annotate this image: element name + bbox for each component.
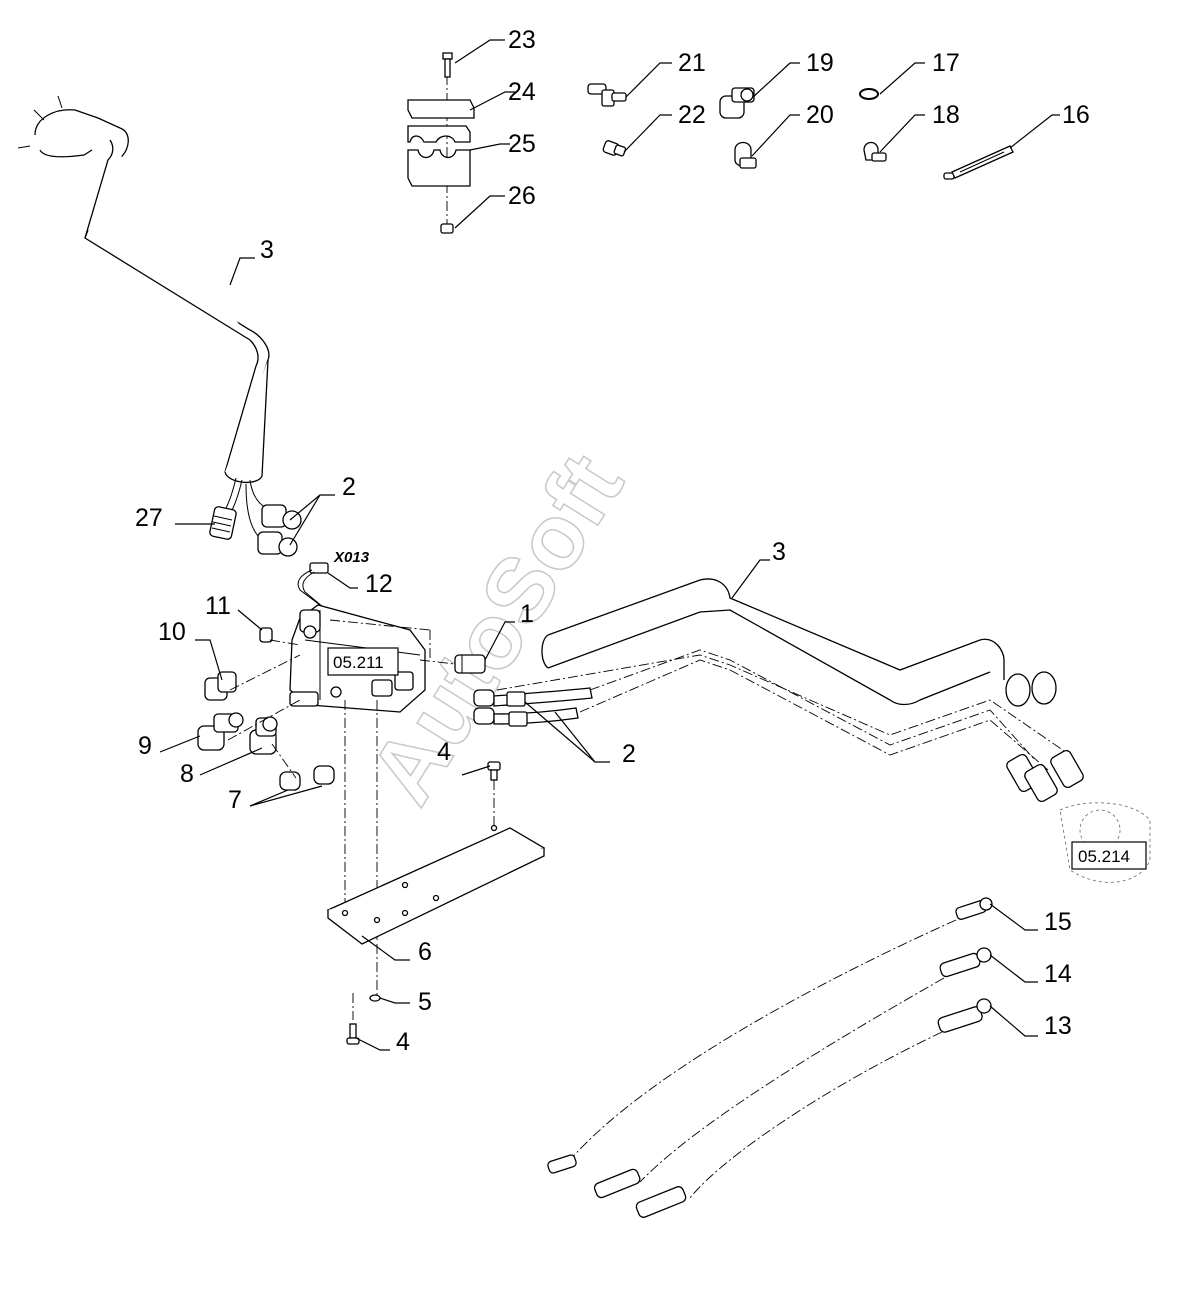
plug-11: [259, 627, 273, 643]
callout-22: 22: [678, 101, 706, 129]
connector-label: X013: [333, 549, 370, 566]
callout-24: 24: [508, 78, 536, 106]
ghost-hose-routing: [496, 649, 1071, 771]
callout-4-upper: 4: [437, 738, 451, 766]
hose-coupler-2-upper: [245, 479, 302, 557]
callout-18: 18: [932, 101, 960, 129]
plugs-7: [279, 765, 335, 791]
valve-reference: 05.211: [333, 653, 384, 672]
callout-12: 12: [365, 570, 393, 598]
coupler-reference-box: [1071, 841, 1147, 870]
callout-27: 27: [135, 504, 163, 532]
elbow-fitting-10: [204, 671, 237, 701]
hose-end-27: [209, 477, 243, 540]
callout-21: 21: [678, 49, 706, 77]
hose-assembly-14: [593, 947, 992, 1199]
angle-fitting-part: [719, 87, 755, 119]
mounting-plate: [326, 824, 546, 945]
callout-14: 14: [1044, 960, 1072, 988]
leader-lines: [159, 39, 1060, 1051]
callout-17: 17: [932, 49, 960, 77]
callout-13: 13: [1044, 1012, 1072, 1040]
clamp-assembly: [407, 52, 475, 234]
callout-26: 26: [508, 182, 536, 210]
coupler-reference: 05.214: [1078, 847, 1130, 866]
valve-reference-box: [327, 647, 399, 676]
adapter-fitting-part: [602, 140, 627, 157]
callout-11: 11: [205, 592, 231, 620]
elbow-fitting-9: [197, 712, 244, 751]
washer-5: [369, 994, 381, 1002]
clamp-block-upper-part: [407, 125, 471, 143]
pipe-clip-part: [734, 141, 757, 169]
clamp-plate-part: [407, 99, 475, 119]
tee-fitting-part: [587, 83, 627, 107]
callout-9: 9: [138, 732, 152, 760]
callout-numbers: 23 24 25 26 21 22 19 20 17 18 16 3 2 27 …: [135, 26, 1090, 1056]
callout-16: 16: [1062, 101, 1090, 129]
callout-15: 15: [1044, 908, 1072, 936]
clamp-block-lower-part: [407, 149, 471, 187]
callout-1: 1: [520, 600, 534, 628]
bolt-4-lower: [346, 993, 360, 1045]
quick-couplers-right: [1006, 749, 1084, 803]
wiring-connector-x013: [297, 562, 331, 616]
callout-6: 6: [418, 938, 432, 966]
hose-assembly-13: [635, 998, 992, 1218]
elbow-fitting-8: [249, 716, 278, 755]
hose-sleeve-right: [541, 578, 1057, 707]
callout-4-lower: 4: [396, 1028, 410, 1056]
nut-part: [440, 223, 454, 234]
callout-7: 7: [228, 786, 242, 814]
bolt-4-upper: [487, 761, 501, 828]
bolt-part: [442, 52, 453, 78]
p-clip-part: [863, 141, 887, 162]
callout-2-lower: 2: [622, 740, 636, 768]
callout-3-right: 3: [772, 538, 786, 566]
hose-assembly-15: [547, 897, 993, 1174]
fitting-1: [419, 654, 486, 674]
callout-5: 5: [418, 988, 432, 1016]
callout-23: 23: [508, 26, 536, 54]
callout-2-upper: 2: [342, 473, 356, 501]
callout-3-upper: 3: [260, 236, 274, 264]
callout-20: 20: [806, 101, 834, 129]
callout-19: 19: [806, 49, 834, 77]
cable-tie-part: [943, 145, 1014, 180]
callout-25: 25: [508, 130, 536, 158]
washer-part: [859, 88, 879, 100]
hose-sleeve-upper: [17, 95, 270, 483]
callout-10: 10: [158, 618, 186, 646]
callout-8: 8: [180, 760, 194, 788]
hoses-2-lower: [473, 687, 593, 727]
